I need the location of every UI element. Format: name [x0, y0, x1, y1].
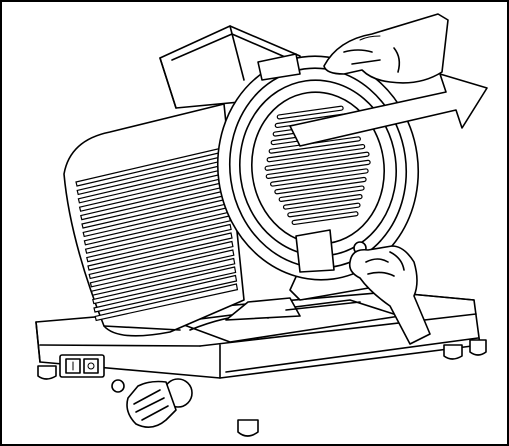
slicer-feet: [37, 339, 487, 437]
cover-slot: [278, 185, 365, 203]
cover-slot: [265, 159, 371, 180]
hand-upper-icon: [323, 13, 449, 84]
body-vent-slot: [89, 249, 235, 288]
body-vent-slots: [75, 147, 239, 322]
direction-arrow-icon: [289, 73, 488, 147]
blade-cover-slots: [264, 105, 371, 226]
cover-slot: [266, 143, 366, 163]
cover-slot: [287, 202, 361, 218]
body-vent-slot: [90, 257, 236, 296]
body-vent-slot: [84, 215, 231, 254]
body-vent-slot: [86, 223, 232, 263]
body-vent-slot: [88, 240, 234, 280]
power-switch-panel: [59, 354, 105, 378]
body-vent-slot: [87, 232, 233, 271]
body-vent-slot: [94, 283, 239, 322]
tray-edge: [285, 301, 361, 311]
cover-slot: [291, 211, 359, 226]
hand-lower-icon: [348, 245, 431, 345]
cover-slot: [269, 168, 369, 187]
cover-slot: [276, 105, 344, 120]
body-vent-slot: [92, 266, 237, 305]
cover-slot: [274, 176, 367, 195]
cover-top-clip: [257, 53, 301, 81]
cover-slot: [264, 151, 370, 171]
thickness-knob: [126, 378, 193, 428]
body-vent-slot: [93, 274, 238, 313]
indicator-light: [111, 379, 125, 393]
cover-slot: [282, 194, 363, 210]
cover-bracket: [295, 229, 335, 273]
